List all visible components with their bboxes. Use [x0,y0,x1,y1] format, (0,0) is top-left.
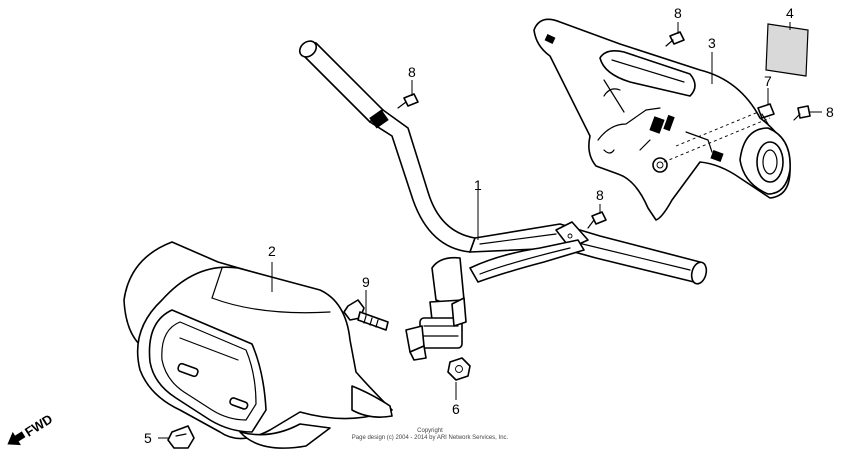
copyright-line-1: Copyright [417,428,443,434]
callout-5: 5 [144,430,152,446]
rear-handle-cover [533,18,791,221]
callout-6: 6 [452,401,460,417]
screw-8-left [397,93,419,109]
callout-8-right: 8 [826,104,834,120]
callout-labels: 1 2 3 4 5 6 7 8 8 8 8 9 [144,5,834,446]
copyright-notice: Copyright Page design (c) 2004 - 2014 by… [300,428,560,442]
callout-7: 7 [764,73,772,89]
screw-8-right [793,105,811,121]
hex-nut [447,357,471,381]
callout-9: 9 [362,274,370,290]
emblem-sticker [765,23,809,77]
forward-direction-indicator: FWD [7,411,55,446]
callout-3: 3 [708,35,716,51]
handlebar [298,40,708,361]
screw-8-center [587,211,607,229]
screw-7 [757,103,775,125]
callout-8-top: 8 [674,5,682,21]
callout-2: 2 [268,243,276,259]
cap-nut [167,425,195,449]
leader-lines [158,22,822,439]
screw-8-top [665,31,685,47]
callout-4: 4 [786,5,794,21]
front-handle-cover [123,241,393,449]
bolt [343,299,389,331]
forward-label: FWD [22,411,55,439]
callout-8-center: 8 [596,187,604,203]
forward-arrow-icon [7,431,26,446]
callout-8-left: 8 [408,64,416,80]
copyright-line-2: Page design (c) 2004 - 2014 by ARI Netwo… [351,435,509,441]
callout-1: 1 [474,177,482,193]
